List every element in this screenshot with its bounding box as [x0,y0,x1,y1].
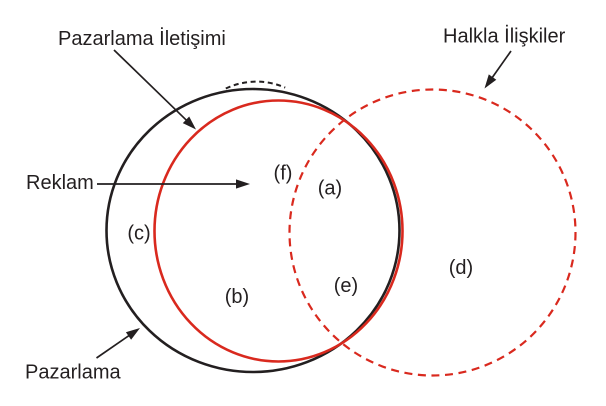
marketing-label: Pazarlama [25,362,121,384]
hidden-circle-arc [225,80,286,90]
region-c-letter: (c) [127,223,150,245]
marketing-communication-circle [153,99,404,363]
marketing-communication-arrow [113,49,196,130]
marketing-communication-arrow-line [113,49,188,122]
region-a-letter: (a) [318,178,342,200]
public-relations-circle [288,88,577,377]
public-relations-arrowhead-icon [484,74,497,89]
public-relations-arrow-line [490,50,512,80]
advertising-arrowhead-icon [236,179,250,189]
region-f-letter: (f) [274,163,293,185]
advertising-arrow [97,179,250,189]
region-e-letter: (e) [334,275,358,297]
region-d-letter: (d) [449,257,473,279]
advertising-label: Reklam [26,172,94,194]
marketing-arrow [96,328,140,359]
marketing-arrow-line [96,334,131,359]
marketing-circle [105,87,401,374]
public-relations-arrow [484,50,512,89]
marketing-communication-label: Pazarlama İletişimi [58,27,226,50]
public-relations-label: Halkla İlişkiler [443,25,566,48]
marketing-arrowhead-icon [125,328,140,340]
region-b-letter: (b) [225,286,249,308]
marketing-communication-arrowhead-icon [182,116,196,130]
